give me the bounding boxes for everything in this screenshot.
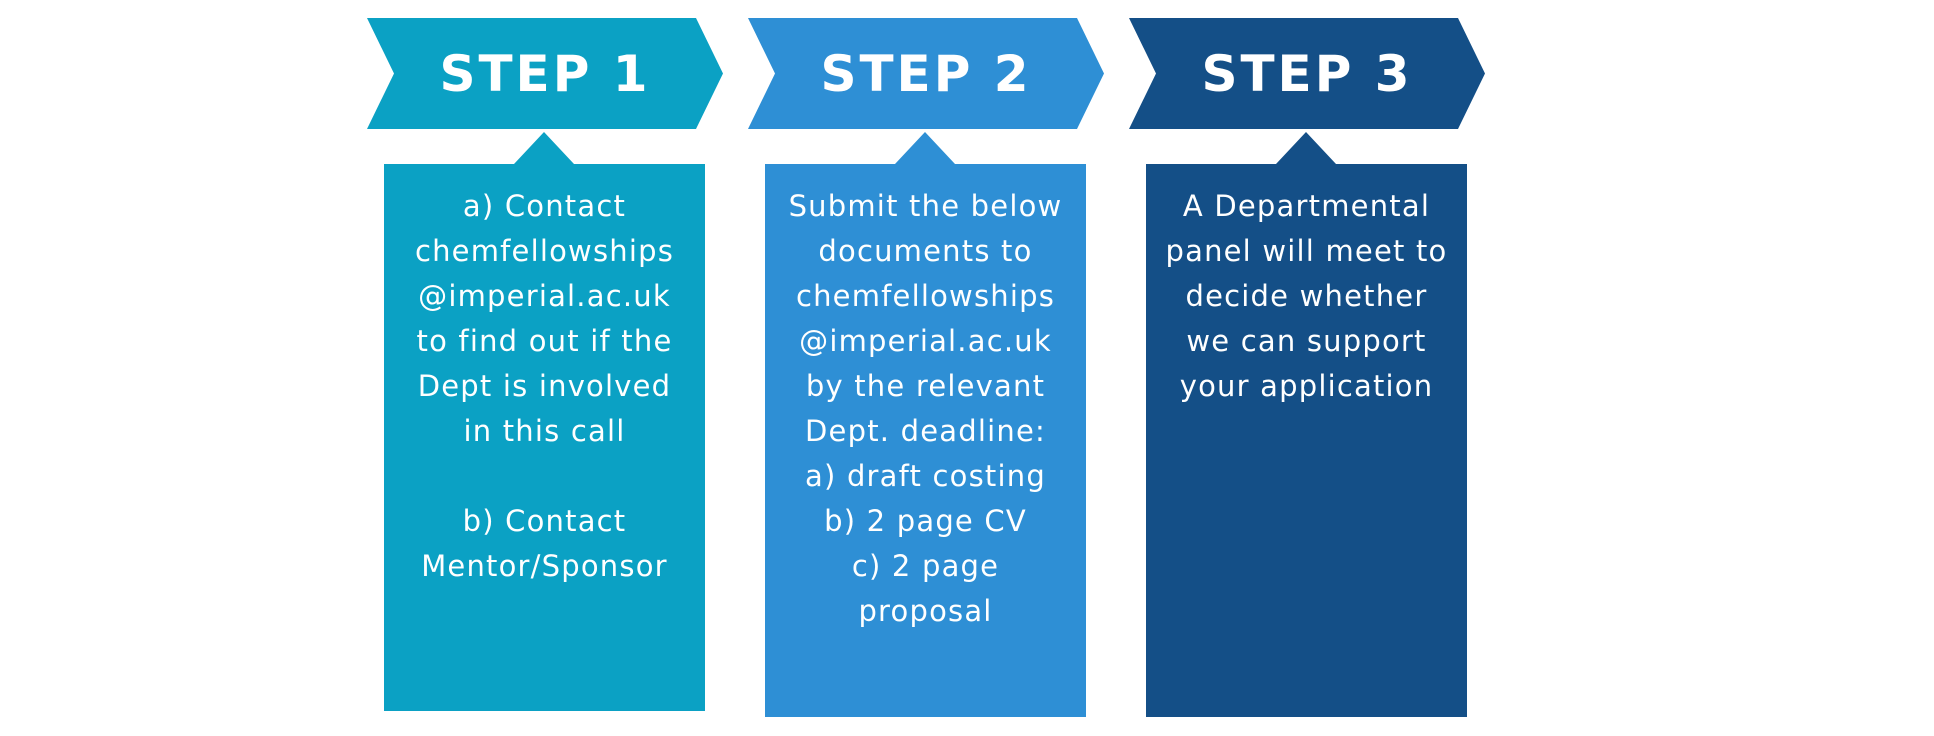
step-1-description-box: a) Contact chemfellowships @imperial.ac.…: [384, 132, 705, 711]
step-2-line: documents to: [818, 234, 1033, 268]
step-3-line: we can support: [1186, 324, 1427, 358]
step-3-title: STEP 3: [1201, 44, 1413, 103]
paragraph-gap: [400, 454, 689, 499]
step-2-line: Dept. deadline:: [805, 414, 1046, 448]
step-1-chevron: STEP 1: [367, 18, 723, 129]
step-3-description-box: A Departmental panel will meet to decide…: [1146, 132, 1467, 717]
step-1-line: chemfellowships: [414, 234, 675, 268]
step-1-line: b) Contact: [462, 504, 627, 538]
step-2-line: by the relevant: [805, 369, 1046, 403]
step-2-line: chemfellowships: [795, 279, 1056, 313]
step-1-title: STEP 1: [439, 44, 651, 103]
step-2-box-pointer: [895, 132, 955, 164]
step-1: STEP 1 a) Contact chemfellowships @imper…: [367, 0, 727, 736]
step-3-line: your application: [1179, 369, 1434, 403]
step-1-description: a) Contact chemfellowships @imperial.ac.…: [400, 184, 689, 589]
step-1-line: Dept is involved: [417, 369, 672, 403]
step-1-line: @imperial.ac.uk: [418, 279, 671, 313]
step-2-line: c) 2 page: [851, 549, 1000, 583]
step-2-line: proposal: [858, 594, 993, 628]
step-2-chevron: STEP 2: [748, 18, 1104, 129]
step-3-description: A Departmental panel will meet to decide…: [1162, 184, 1451, 409]
step-3-chevron: STEP 3: [1129, 18, 1485, 129]
step-2-line: a) draft costing: [805, 459, 1046, 493]
step-2-line: Submit the below: [788, 189, 1063, 223]
step-1-line: in this call: [463, 414, 626, 448]
step-2-chevron-shape: [748, 18, 1104, 129]
step-1-line: a) Contact: [462, 189, 627, 223]
step-1-line: to find out if the: [416, 324, 673, 358]
step-1-chevron-shape: [367, 18, 723, 129]
step-2-title: STEP 2: [820, 44, 1032, 103]
step-2: STEP 2 Submit the below documents to che…: [748, 0, 1108, 736]
step-1-line: Mentor/Sponsor: [421, 549, 668, 583]
step-3-line: decide whether: [1185, 279, 1428, 313]
step-3-chevron-shape: [1129, 18, 1485, 129]
step-2-line: b) 2 page CV: [824, 504, 1027, 538]
step-1-box-pointer: [514, 132, 574, 164]
step-3: STEP 3 A Departmental panel will meet to…: [1129, 0, 1489, 736]
step-3-line: A Departmental: [1182, 189, 1431, 223]
step-3-line: panel will meet to: [1165, 234, 1448, 268]
step-2-description: Submit the below documents to chemfellow…: [781, 184, 1070, 634]
step-2-description-box: Submit the below documents to chemfellow…: [765, 132, 1086, 717]
step-3-box-pointer: [1276, 132, 1336, 164]
step-2-line: @imperial.ac.uk: [799, 324, 1052, 358]
